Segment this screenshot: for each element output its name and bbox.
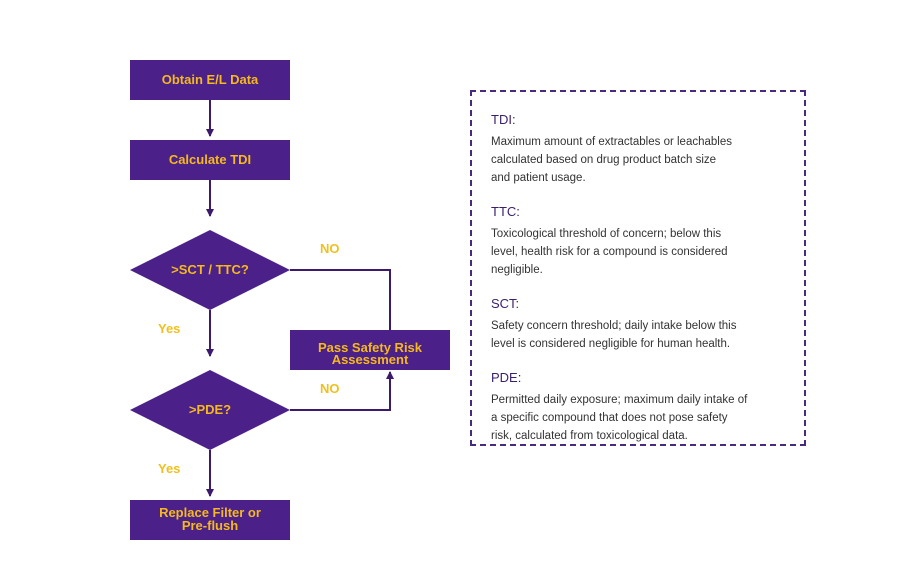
term-description: Permitted daily exposure; maximum daily …	[491, 391, 794, 445]
node-pass-safety: Pass Safety Risk Assessment	[290, 330, 450, 370]
node-obtain-label: Obtain E/L Data	[162, 72, 259, 87]
node-pass-label-line1: Pass Safety Risk	[318, 340, 423, 355]
edge-label-no-pde: NO	[320, 381, 340, 396]
definitions-legend: TDI: Maximum amount of extractables or l…	[470, 90, 806, 446]
term-pde: PDE: Permitted daily exposure; maximum d…	[491, 370, 794, 445]
term-title: TDI:	[491, 112, 516, 127]
term-title: TTC:	[491, 204, 520, 219]
term-ttc: TTC: Toxicological threshold of concern;…	[491, 204, 794, 279]
node-pass-label-line2: Assessment	[332, 352, 409, 367]
term-desc-line: calculated based on drug product batch s…	[491, 154, 717, 166]
edge-label-no-sct: NO	[320, 241, 340, 256]
node-replace-label-line2: Pre-flush	[182, 518, 238, 533]
term-sct: SCT: Safety concern threshold; daily int…	[491, 296, 794, 353]
term-desc-line: level, health risk for a compound is con…	[491, 246, 728, 258]
node-calculate-label: Calculate TDI	[169, 152, 251, 167]
term-title: SCT:	[491, 296, 520, 311]
term-title: PDE:	[491, 370, 522, 385]
arrow-sct-no-to-pass	[290, 269, 391, 330]
decision-pde: >PDE?	[130, 370, 290, 450]
decision-sct-ttc: >SCT / TTC?	[130, 230, 290, 310]
term-desc-line: risk, calculated from toxicological data…	[491, 430, 688, 442]
term-desc-line: negligible.	[491, 264, 543, 276]
term-description: Safety concern threshold; daily intake b…	[491, 317, 794, 353]
decision-sct-label: >SCT / TTC?	[171, 262, 249, 277]
arrow-pde-no-to-pass	[290, 371, 394, 411]
node-replace-filter: Replace Filter or Pre-flush	[130, 500, 290, 540]
term-desc-line: Maximum amount of extractables or leacha…	[491, 136, 732, 148]
term-desc-line: Toxicological threshold of concern; belo…	[491, 228, 722, 240]
edge-label-yes-pde: Yes	[158, 461, 180, 476]
decision-pde-label: >PDE?	[189, 402, 231, 417]
term-desc-line: level is considered negligible for human…	[491, 338, 731, 350]
node-replace-label-line1: Replace Filter or	[159, 505, 261, 520]
term-description: Maximum amount of extractables or leacha…	[491, 133, 794, 187]
node-calculate-tdi: Calculate TDI	[130, 140, 290, 180]
term-tdi: TDI: Maximum amount of extractables or l…	[491, 112, 794, 187]
term-description: Toxicological threshold of concern; belo…	[491, 225, 794, 279]
term-desc-line: Safety concern threshold; daily intake b…	[491, 320, 737, 332]
node-obtain-el-data: Obtain E/L Data	[130, 60, 290, 100]
edge-label-yes-sct: Yes	[158, 321, 180, 336]
term-desc-line: a specific compound that does not pose s…	[491, 412, 728, 424]
term-desc-line: Permitted daily exposure; maximum daily …	[491, 394, 748, 406]
term-desc-line: and patient usage.	[491, 172, 586, 184]
